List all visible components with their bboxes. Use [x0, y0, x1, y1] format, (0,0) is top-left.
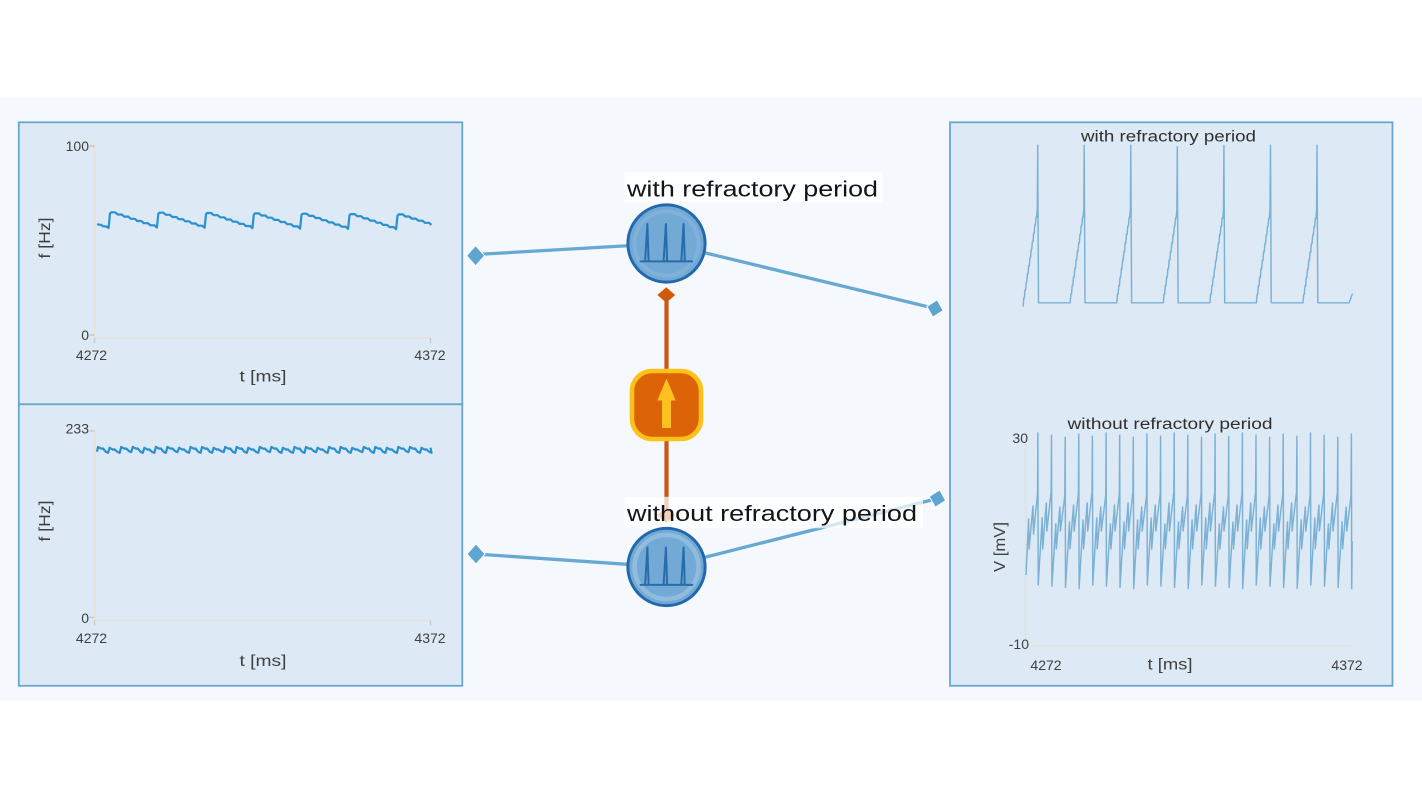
svg-text:t [ms]: t [ms]: [240, 653, 287, 670]
svg-text:without refractory period: without refractory period: [626, 501, 917, 526]
svg-text:t [ms]: t [ms]: [1148, 657, 1193, 674]
svg-text:with refractory period: with refractory period: [626, 176, 878, 201]
svg-text:f [Hz]: f [Hz]: [37, 218, 54, 259]
svg-text:without refractory period: without refractory period: [1066, 416, 1272, 433]
svg-text:-10: -10: [1009, 636, 1029, 652]
svg-text:4272: 4272: [76, 630, 107, 646]
svg-text:f [Hz]: f [Hz]: [37, 501, 54, 542]
svg-text:0: 0: [81, 327, 89, 343]
svg-text:with refractory period: with refractory period: [1080, 129, 1256, 146]
svg-text:0: 0: [81, 610, 89, 626]
svg-text:4372: 4372: [1331, 657, 1362, 673]
svg-text:30: 30: [1012, 430, 1028, 446]
svg-text:233: 233: [66, 421, 90, 437]
svg-text:t [ms]: t [ms]: [240, 369, 287, 386]
svg-text:4272: 4272: [76, 347, 107, 363]
svg-text:V [mV]: V [mV]: [992, 522, 1009, 572]
svg-text:100: 100: [66, 138, 90, 154]
svg-text:4272: 4272: [1030, 657, 1061, 673]
svg-text:4372: 4372: [414, 630, 445, 646]
svg-text:4372: 4372: [414, 347, 445, 363]
